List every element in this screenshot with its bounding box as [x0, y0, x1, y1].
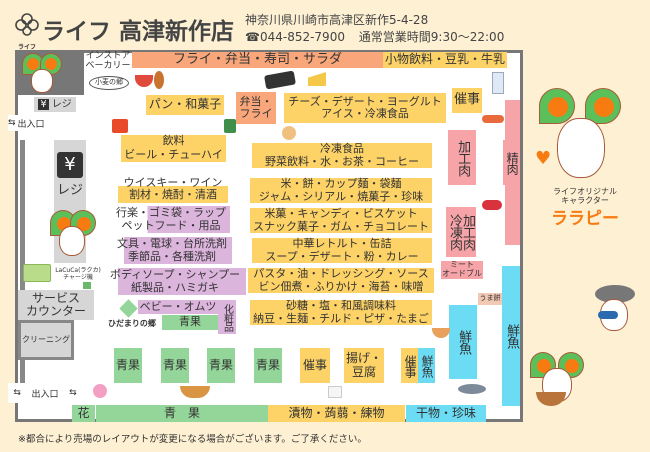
instore-bakery-label: インストア ベーカリー: [85, 51, 131, 71]
section-meat-hors-doeuvre[interactable]: ミート オードブル: [441, 260, 483, 279]
section-snacks[interactable]: 米菓・キャンディ・ビスケット スナック菓子・ガム・チョコレート: [250, 208, 432, 233]
bread-bowl-icon: [135, 75, 153, 87]
section-produce-aisle-2[interactable]: 青果: [161, 348, 189, 383]
section-produce-hidamari[interactable]: 青果: [162, 315, 218, 330]
register-small[interactable]: ¥レジ: [34, 97, 76, 112]
section-fresh-meat[interactable]: 精肉: [503, 140, 520, 185]
lalapi-character-mascot: ♥: [535, 88, 630, 183]
charger-icon: [83, 282, 91, 289]
section-produce-aisle-4[interactable]: 青果: [254, 348, 282, 383]
entrance-bottom-label: 出入口: [31, 389, 59, 400]
entrance-bottom[interactable]: ⇆ 出入口 ⇆: [8, 383, 82, 403]
entrance-top[interactable]: ⇆出入口: [8, 115, 58, 131]
section-fresh-fish-right[interactable]: 鮮魚: [502, 266, 520, 406]
phone-number[interactable]: 044-852-7900: [259, 30, 345, 44]
hidamari-logo: ひだまりの郷: [108, 319, 156, 328]
section-whisky[interactable]: ウイスキー・ワイン 割材・焼酎・清酒: [118, 175, 228, 203]
yen-icon: ¥: [38, 99, 49, 110]
lalapi-character-map-top: [22, 53, 62, 95]
business-hours: 通常営業時間9:30～22:00: [358, 30, 505, 44]
character-caption: ライフオリジナル キャラクター: [553, 187, 617, 205]
section-sugar-natto[interactable]: 砂糖・塩・和風調味料 納豆・生麺・チルド・ピザ・たまご: [250, 300, 432, 325]
milk-carton-icon: [492, 72, 504, 94]
vegetable-basket-icon: [180, 386, 210, 398]
section-event-top[interactable]: 催事: [452, 88, 482, 113]
chef-character: [590, 285, 640, 335]
inner-wall: [20, 140, 25, 385]
lacuca-charger-label: LaCuCa(ラクカ) チャージ機: [55, 267, 101, 281]
yen-icon: ¥: [57, 152, 83, 178]
entrance-top-label: 出入口: [17, 119, 45, 130]
section-produce-aisle-1[interactable]: 青果: [114, 348, 142, 383]
register-small-label: レジ: [51, 99, 72, 110]
section-outdoor[interactable]: 行楽・ゴミ袋・ラップ ペットフード・用品: [112, 206, 230, 233]
fish-held-icon: [598, 311, 618, 319]
lalapi-character-basket: [530, 352, 588, 412]
section-dried-goods[interactable]: 干物・珍味: [406, 405, 486, 422]
section-frozen-drinks[interactable]: 冷凍食品 野菜飲料・水・お茶・コーヒー: [252, 143, 432, 168]
egg-basket-icon: [432, 328, 450, 338]
section-beer[interactable]: ビール・チューハイ: [121, 148, 226, 162]
arrow-left-right-icon: ⇆: [13, 388, 21, 398]
register-main-label: レジ: [56, 183, 83, 198]
section-bento[interactable]: 弁当・ フライ: [236, 92, 276, 124]
chicken-leg-icon: [154, 71, 164, 89]
character-name-logo: ララピー: [551, 209, 619, 229]
dessert-icon: [282, 126, 296, 140]
flower-bouquet-icon: [93, 384, 107, 398]
section-processed-meat[interactable]: 加工肉: [448, 130, 476, 185]
section-bread[interactable]: パン・和菓子: [146, 95, 224, 115]
arrow-left-right-icon: ⇆: [69, 388, 77, 398]
section-drinks[interactable]: 飲料: [121, 135, 226, 148]
section-fish-bottom[interactable]: 鮮魚: [418, 348, 435, 383]
arrow-left-right-icon: ⇆: [8, 118, 16, 128]
section-baby[interactable]: ベビー・オムツ: [138, 299, 218, 314]
section-event-bottom[interactable]: 催事: [300, 348, 330, 383]
section-flowers[interactable]: 花: [72, 405, 95, 422]
section-fried-tofu[interactable]: 揚げ・ 豆腐: [344, 348, 384, 383]
beef-icon: [482, 200, 502, 210]
lacuca-card-icon: [23, 264, 51, 282]
logo-text: ライフ: [17, 44, 36, 51]
section-chinese-retort[interactable]: 中華レトルト・缶詰 スープ・デザート・粉・カレー: [252, 238, 432, 263]
section-body-care[interactable]: ボディソープ・シャンプー 紙製品・ハミガキ: [104, 268, 246, 295]
section-produce-bottom[interactable]: 青 果: [96, 405, 268, 422]
umamochi-tag: うま餅: [478, 293, 502, 305]
beer-bottle-icon: [224, 119, 236, 133]
cleaning-counter[interactable]: クリーニング: [18, 320, 74, 360]
lalapi-character-register: [50, 210, 96, 260]
section-rice-noodles[interactable]: 米・餅・カップ麺・袋麺 ジャム・シリアル・焼菓子・珍味: [250, 178, 432, 203]
section-fresh-fish-center[interactable]: 鮮魚: [449, 305, 477, 379]
section-event-bottom-2[interactable]: 催事: [401, 348, 418, 383]
heart-tail-icon: ♥: [535, 148, 552, 169]
section-pasta-sauce[interactable]: パスタ・油・ドレッシング・ソース ビン佃煮・ふりかけ・海苔・味噌: [248, 268, 434, 293]
sausage-icon: [482, 115, 504, 123]
section-stationery[interactable]: 文具・電球・台所洗剤 季節品・各種洗剤: [112, 237, 232, 264]
store-name: ライフ 高津新作店: [42, 19, 235, 45]
tofu-icon: [328, 386, 342, 398]
vegetable-basket-icon: [536, 392, 566, 406]
footnote: ※都合により売場のレイアウトが変更になる場合がございます。ご了承ください。: [18, 434, 367, 445]
section-pickles[interactable]: 漬物・蒟蒻・練物: [268, 405, 405, 422]
section-cheese-dessert[interactable]: チーズ・デザート・ヨーグルト アイス・冷凍食品: [284, 93, 446, 123]
bakery-logo: 小麦の郷: [89, 76, 129, 90]
service-counter[interactable]: サービス カウンター: [18, 290, 94, 320]
section-small-drinks[interactable]: 小物飲料・豆乳・牛乳: [383, 52, 507, 68]
section-cosmetics[interactable]: 化粧品: [218, 300, 236, 334]
drink-bottles-icon: [112, 119, 128, 133]
section-produce-aisle-3[interactable]: 青果: [207, 348, 235, 383]
section-deli[interactable]: フライ・弁当・寿司・サラダ: [132, 52, 383, 68]
section-frozen-meat[interactable]: 加工肉 冷凍肉: [446, 207, 476, 257]
phone-icon: ☎: [245, 30, 260, 44]
store-address: 神奈川県川崎市高津区新作5-4-28: [245, 13, 429, 27]
clover-logo: ライフ: [14, 12, 40, 51]
fish-icon: [458, 384, 486, 394]
contact-line: ☎044-852-7900 通常営業時間9:30～22:00: [245, 28, 504, 45]
